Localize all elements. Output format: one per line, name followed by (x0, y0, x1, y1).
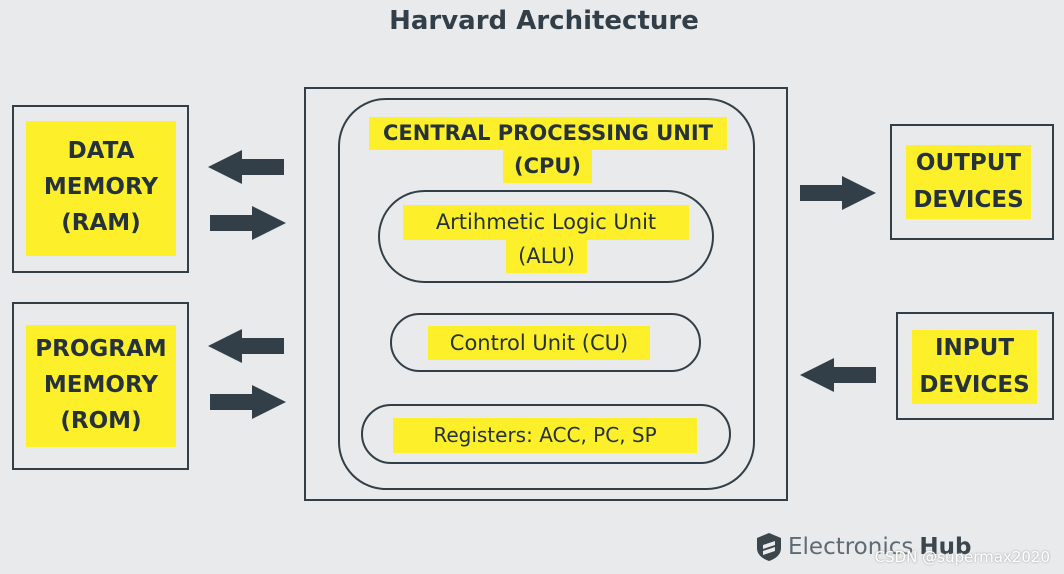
alu-label-line-1: Artihmetic Logic Unit (403, 205, 689, 240)
alu-pill (378, 190, 714, 283)
output-devices-line-1: OUTPUT (915, 150, 1022, 176)
cpu-outer-box (304, 87, 788, 501)
control-unit-pill (390, 313, 701, 372)
diagram-title: Harvard Architecture (389, 6, 699, 36)
cpu-label-line-2: (CPU) (503, 150, 592, 183)
input-devices-box (896, 312, 1054, 420)
output-devices-line-2: DEVICES (913, 187, 1024, 213)
program-memory-box (12, 302, 189, 470)
data-memory-line-3: (RAM) (61, 210, 141, 236)
registers-label: Registers: ACC, PC, SP (393, 418, 697, 453)
arrow-from-program-memory-to-cpu (210, 385, 286, 419)
cpu-rounded-box (338, 98, 755, 490)
arrow-to-output-devices (800, 176, 876, 210)
data-memory-line-2: MEMORY (43, 174, 159, 200)
alu-label-line-2: (ALU) (506, 240, 587, 273)
data-memory-box (12, 105, 189, 273)
control-unit-label: Control Unit (CU) (428, 326, 650, 360)
output-devices-label: OUTPUT DEVICES (906, 145, 1031, 219)
program-memory-label: PROGRAM MEMORY (ROM) (26, 325, 176, 447)
data-memory-line-1: DATA (67, 138, 135, 164)
cpu-label-line-1: CENTRAL PROCESSING UNIT (369, 117, 727, 150)
shield-icon (757, 533, 781, 561)
logo-text-light: Electronics (788, 534, 914, 560)
program-memory-line-1: PROGRAM (35, 336, 167, 362)
arrow-from-cpu-to-program-memory (208, 329, 284, 363)
data-memory-label: DATA MEMORY (RAM) (26, 121, 176, 256)
program-memory-line-3: (ROM) (60, 408, 142, 434)
program-memory-line-2: MEMORY (43, 372, 159, 398)
input-devices-line-2: DEVICES (919, 372, 1030, 398)
arrow-from-cpu-to-data-memory (208, 150, 284, 184)
output-devices-box (890, 124, 1054, 240)
csdn-watermark: CSDN @supermax2020 (874, 548, 1050, 566)
registers-pill (361, 404, 731, 464)
input-devices-label: INPUT DEVICES (912, 330, 1037, 404)
input-devices-line-1: INPUT (934, 335, 1015, 361)
logo-text-bold: Hub (919, 534, 972, 560)
arrow-from-input-devices (800, 358, 876, 392)
arrow-from-data-memory-to-cpu (210, 206, 286, 240)
